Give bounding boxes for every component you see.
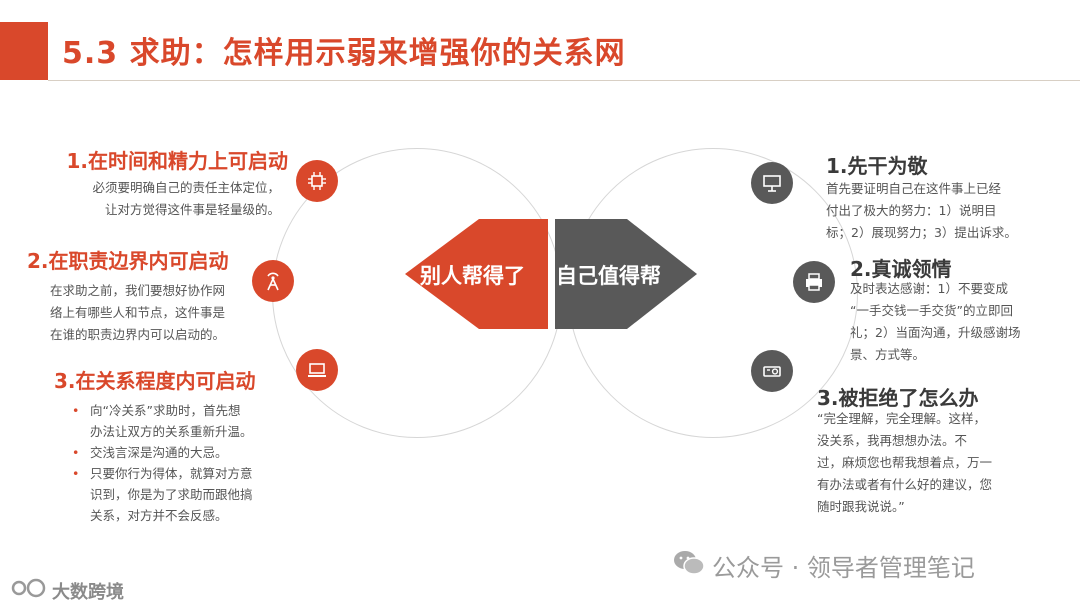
- bullet-item: 交浅言深是沟通的大忌。: [70, 442, 253, 463]
- bullet-line: 识到，你是为了求助而跟他搞: [90, 487, 253, 502]
- desc-line: “完全理解，完全理解。这样，: [817, 411, 986, 426]
- signal-tower-icon: [252, 260, 294, 302]
- laptop-icon: [296, 349, 338, 391]
- presentation-icon: [751, 162, 793, 204]
- desc-line: 随时跟我说说。”: [817, 499, 905, 514]
- bullet-item: 向“冷关系”求助时，首先想 办法让双方的关系重新升温。: [70, 400, 253, 442]
- left-item-2-title: 2.在职责边界内可启动: [27, 249, 229, 273]
- wechat-watermark: 公众号 · 领导者管理笔记: [712, 554, 975, 582]
- desc-line: 及时表达感谢：1）不要变成: [850, 281, 1008, 296]
- desc-line: 有办法或者有什么好的建议，您: [817, 477, 993, 492]
- brand-logo-icon: [10, 576, 50, 604]
- desc-line: 景、方式等。: [850, 347, 926, 362]
- desc-line: “一手交钱一手交货”的立即回: [850, 303, 1013, 318]
- page-title: 5.3 求助：怎样用示弱来增强你的关系网: [62, 36, 626, 71]
- left-arrow-shape: [405, 219, 548, 329]
- brand-watermark: 大数跨境: [52, 582, 124, 603]
- desc-line: 过，麻烦您也帮我想着点，万一: [817, 455, 993, 470]
- right-item-3-desc: “完全理解，完全理解。这样， 没关系，我再想想办法。不 过，麻烦您也帮我想着点，…: [817, 408, 992, 518]
- right-item-1-title: 1.先干为敬: [826, 154, 928, 178]
- right-item-3-title: 3.被拒绝了怎么办: [817, 386, 979, 410]
- left-arrow-label: 别人帮得了: [420, 264, 525, 288]
- desc-line: 首先要证明自己在这件事上已经: [826, 181, 1002, 196]
- desc-line: 在谁的职责边界内可以启动的。: [50, 327, 226, 342]
- desc-line: 付出了极大的努力：1）说明目: [826, 203, 997, 218]
- bullet-line: 办法让双方的关系重新升温。: [90, 424, 253, 439]
- left-item-2-desc: 在求助之前，我们要想好协作网 络上有哪些人和节点，这件事是 在谁的职责边界内可以…: [50, 280, 225, 346]
- desc-line: 在求助之前，我们要想好协作网: [50, 283, 226, 298]
- title-divider: [48, 80, 1080, 81]
- bullet-line: 关系，对方并不会反感。: [90, 508, 228, 523]
- bullet-line: 只要你行为得体，就算对方意: [90, 466, 253, 481]
- left-item-1-title: 1.在时间和精力上可启动: [66, 149, 288, 173]
- right-arrow-shape: [555, 219, 697, 329]
- left-item-1-desc: 必须要明确自己的责任主体定位， 让对方觉得这件事是轻量级的。: [92, 177, 280, 221]
- desc-line: 络上有哪些人和节点，这件事是: [50, 305, 226, 320]
- right-arrow-label: 自己值得帮: [556, 264, 661, 288]
- desc-line: 礼；2）当面沟通，升级感谢场: [850, 325, 1021, 340]
- chip-icon: [296, 160, 338, 202]
- bullet-item: 只要你行为得体，就算对方意 识到，你是为了求助而跟他搞 关系，对方并不会反感。: [70, 463, 253, 526]
- right-item-1-desc: 首先要证明自己在这件事上已经 付出了极大的努力：1）说明目 标；2）展现努力；3…: [826, 178, 1017, 244]
- title-accent-bar: [0, 22, 48, 80]
- printer-icon: [793, 261, 835, 303]
- desc-line: 标；2）展现努力；3）提出诉求。: [826, 225, 1017, 240]
- left-item-3-title: 3.在关系程度内可启动: [54, 369, 256, 393]
- right-item-2-desc: 及时表达感谢：1）不要变成 “一手交钱一手交货”的立即回 礼；2）当面沟通，升级…: [850, 278, 1020, 366]
- bullet-line: 向“冷关系”求助时，首先想: [90, 403, 241, 418]
- bullet-line: 交浅言深是沟通的大忌。: [90, 445, 228, 460]
- right-item-2-title: 2.真诚领情: [850, 257, 952, 281]
- left-item-3-bullets: 向“冷关系”求助时，首先想 办法让双方的关系重新升温。 交浅言深是沟通的大忌。 …: [70, 400, 253, 526]
- projector-icon: [751, 350, 793, 392]
- desc-line: 必须要明确自己的责任主体定位，: [92, 180, 280, 195]
- desc-line: 没关系，我再想想办法。不: [817, 433, 968, 448]
- wechat-icon: [672, 548, 706, 582]
- desc-line: 让对方觉得这件事是轻量级的。: [104, 202, 280, 217]
